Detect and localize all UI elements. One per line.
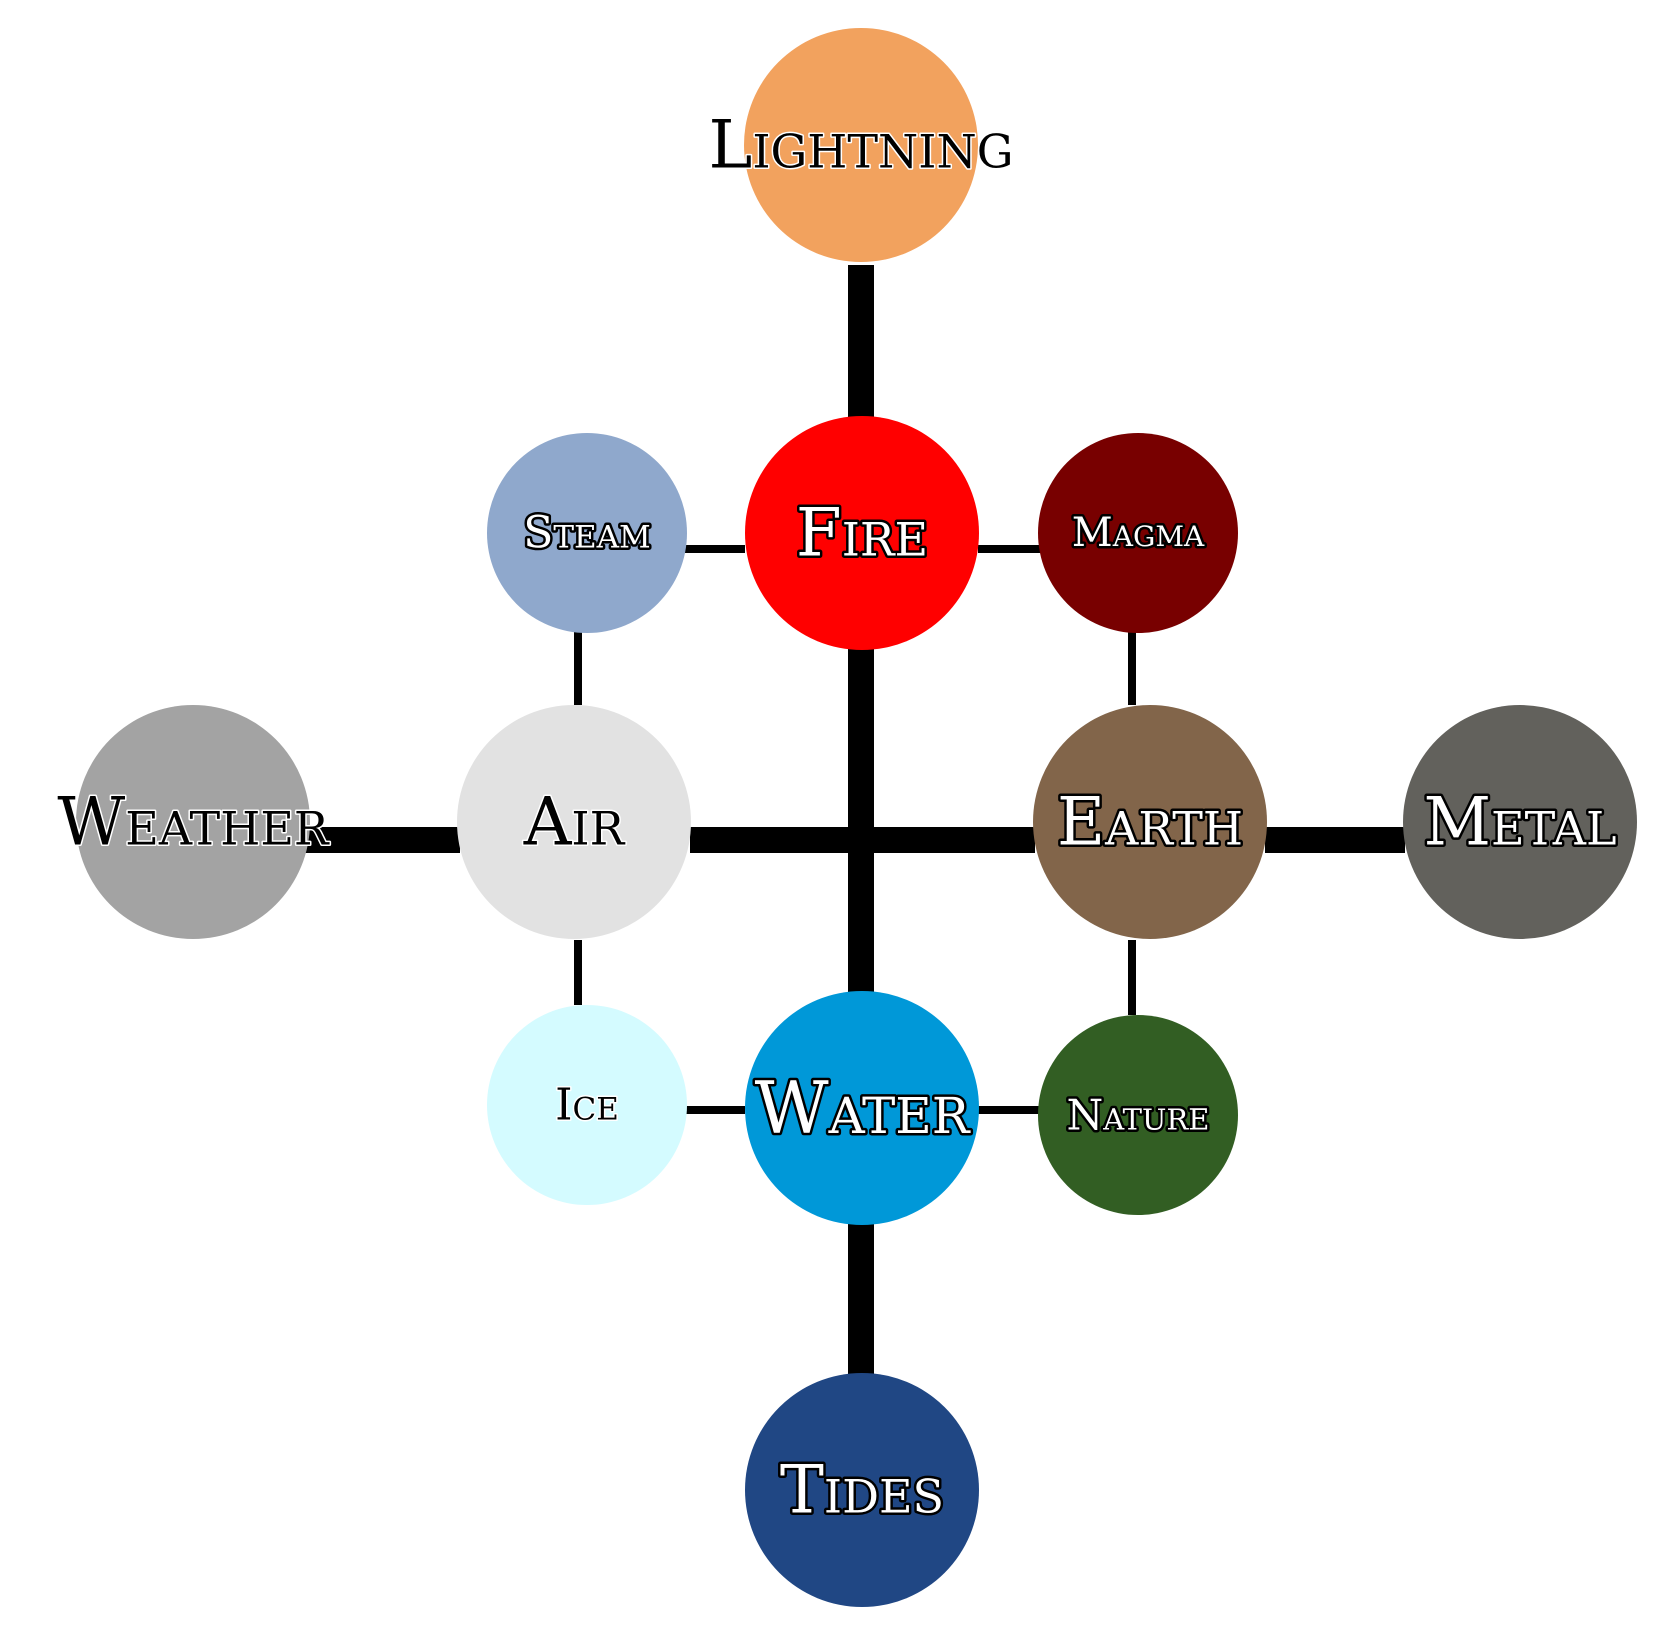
node-fire: Fire	[745, 416, 979, 650]
node-weather: Weather	[56, 705, 331, 939]
node-label-water: Water	[755, 1066, 971, 1150]
node-circle-water	[745, 991, 979, 1225]
node-label-ice: Ice	[555, 1080, 619, 1131]
node-magma: Magma	[1038, 433, 1238, 633]
edges-layer	[300, 265, 1405, 1375]
node-water: Water	[745, 991, 979, 1225]
node-circle-steam	[487, 433, 687, 633]
node-tides: Tides	[745, 1373, 979, 1607]
node-label-fire: Fire	[796, 495, 928, 572]
node-label-nature: Nature	[1067, 1091, 1210, 1140]
node-circle-lightning	[744, 28, 978, 262]
node-circle-magma	[1038, 433, 1238, 633]
node-steam: Steam	[487, 433, 687, 633]
node-lightning: Lightning	[707, 28, 1015, 262]
node-label-lightning: Lightning	[709, 107, 1014, 184]
node-circle-ice	[487, 1005, 687, 1205]
node-circle-weather	[76, 705, 310, 939]
node-label-air: Air	[523, 784, 626, 861]
node-circle-earth	[1033, 705, 1267, 939]
node-circle-metal	[1403, 705, 1637, 939]
node-circle-nature	[1038, 1015, 1238, 1215]
node-circle-fire	[745, 416, 979, 650]
node-nature: Nature	[1038, 1015, 1238, 1215]
node-label-earth: Earth	[1057, 784, 1243, 861]
node-earth: Earth	[1033, 705, 1267, 939]
node-label-tides: Tides	[780, 1452, 944, 1529]
node-air: Air	[457, 705, 691, 939]
node-label-metal: Metal	[1423, 784, 1616, 861]
node-circle-air	[457, 705, 691, 939]
node-label-steam: Steam	[523, 508, 651, 559]
node-metal: Metal	[1403, 705, 1637, 939]
node-circle-tides	[745, 1373, 979, 1607]
node-label-magma: Magma	[1072, 510, 1205, 556]
node-ice: Ice	[487, 1005, 687, 1205]
node-label-weather: Weather	[57, 784, 329, 861]
